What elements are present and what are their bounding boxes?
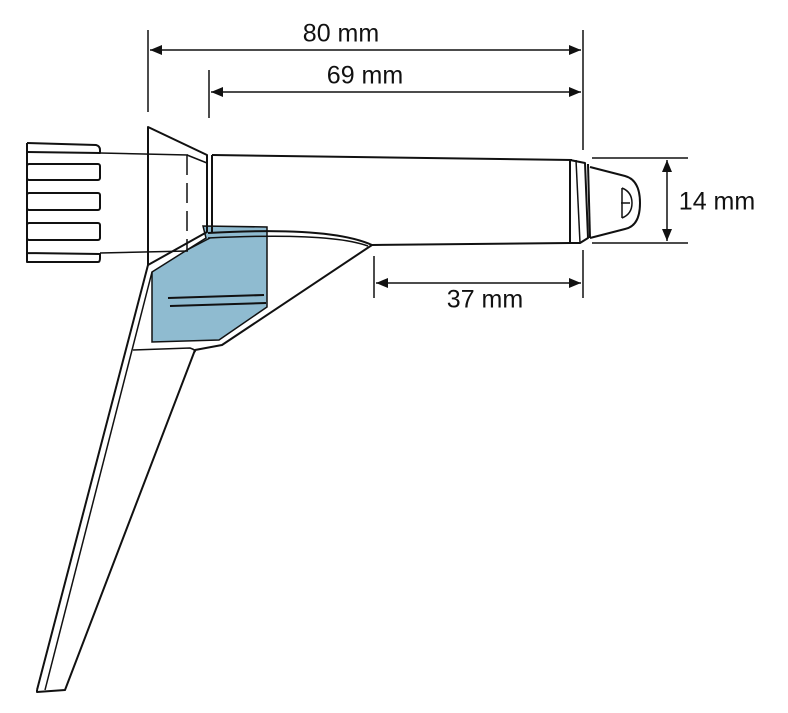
dimension-label-37mm: 37 mm bbox=[446, 285, 524, 314]
dimension-label-80mm: 80 mm bbox=[302, 19, 380, 48]
probe-tip bbox=[569, 159, 641, 244]
handle bbox=[36, 244, 373, 693]
dimension-label-14mm: 14 mm bbox=[678, 187, 756, 216]
dimension-37mm bbox=[373, 250, 584, 298]
probe-shaft bbox=[207, 154, 573, 247]
dimension-80mm bbox=[147, 30, 584, 150]
grip-panel bbox=[151, 225, 268, 343]
collar bbox=[147, 126, 213, 266]
dimension-69mm bbox=[208, 70, 581, 118]
dimension-label-69mm: 69 mm bbox=[326, 61, 404, 90]
dimension-14mm bbox=[592, 157, 688, 244]
knob bbox=[26, 142, 189, 263]
